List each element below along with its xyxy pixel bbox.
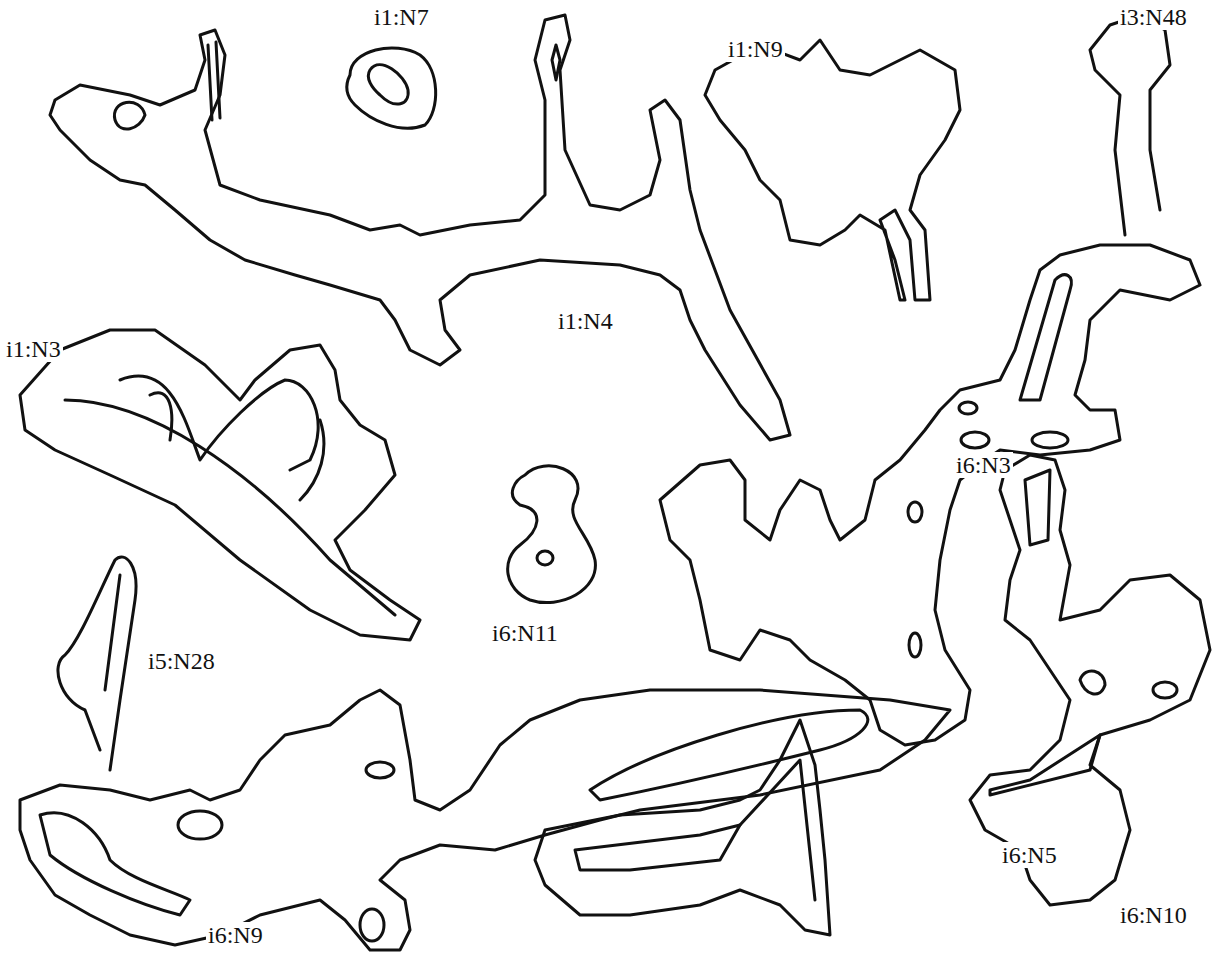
- blob-outline: [535, 720, 830, 935]
- blob-hole: [1032, 432, 1068, 448]
- blob-inner: [65, 400, 395, 615]
- blob-outline: [660, 245, 1200, 745]
- blob-inner: [1020, 275, 1071, 400]
- blob-inner: [552, 45, 560, 80]
- blob-outline: [1090, 15, 1170, 235]
- blob-hole: [366, 762, 394, 778]
- blob-hole: [959, 402, 977, 414]
- blob-hole: [1080, 671, 1105, 694]
- blob-inner: [150, 393, 324, 500]
- blob-hole: [1153, 682, 1177, 698]
- specimen-label: i3:N48: [1118, 4, 1189, 30]
- blob-outline: [347, 48, 436, 128]
- blob-inner: [368, 65, 408, 104]
- blob-hole: [961, 432, 989, 448]
- specimen-label: i6:N3: [954, 452, 1013, 478]
- blob-outline: [20, 330, 420, 640]
- blob-outline: [970, 455, 1210, 905]
- specimen-label: i6:N10: [1118, 902, 1189, 928]
- blob-inner: [575, 825, 740, 870]
- blob-inner: [40, 813, 190, 915]
- blob-inner: [990, 735, 1100, 795]
- blob-inner: [208, 42, 220, 120]
- specimen-label: i1:N7: [372, 4, 431, 30]
- specimen-label: i6:N9: [206, 922, 265, 948]
- blob-inner: [105, 575, 120, 690]
- specimen-label: i6:N5: [1000, 842, 1059, 868]
- specimen-label: i1:N4: [556, 308, 615, 334]
- blob-hole: [537, 551, 553, 565]
- blob-inner: [590, 710, 868, 800]
- blob-inner: [740, 760, 815, 900]
- specimen-label: i5:N28: [146, 648, 217, 674]
- blob-outline: [20, 690, 950, 950]
- specimen-label: i1:N9: [726, 36, 785, 62]
- blob-outline: [58, 557, 136, 770]
- blob-outline: [508, 466, 596, 603]
- blob-hole: [360, 909, 384, 941]
- blob-inner: [120, 376, 318, 470]
- specimen-label: i1:N3: [4, 336, 63, 362]
- blob-inner: [114, 102, 145, 129]
- blob-outline: [705, 40, 960, 300]
- specimen-label: i6:N11: [490, 620, 560, 646]
- blob-inner: [1025, 470, 1050, 545]
- blob-hole: [908, 502, 922, 522]
- blob-hole: [178, 811, 222, 839]
- blob-outline: [50, 15, 790, 440]
- blob-hole: [909, 633, 921, 657]
